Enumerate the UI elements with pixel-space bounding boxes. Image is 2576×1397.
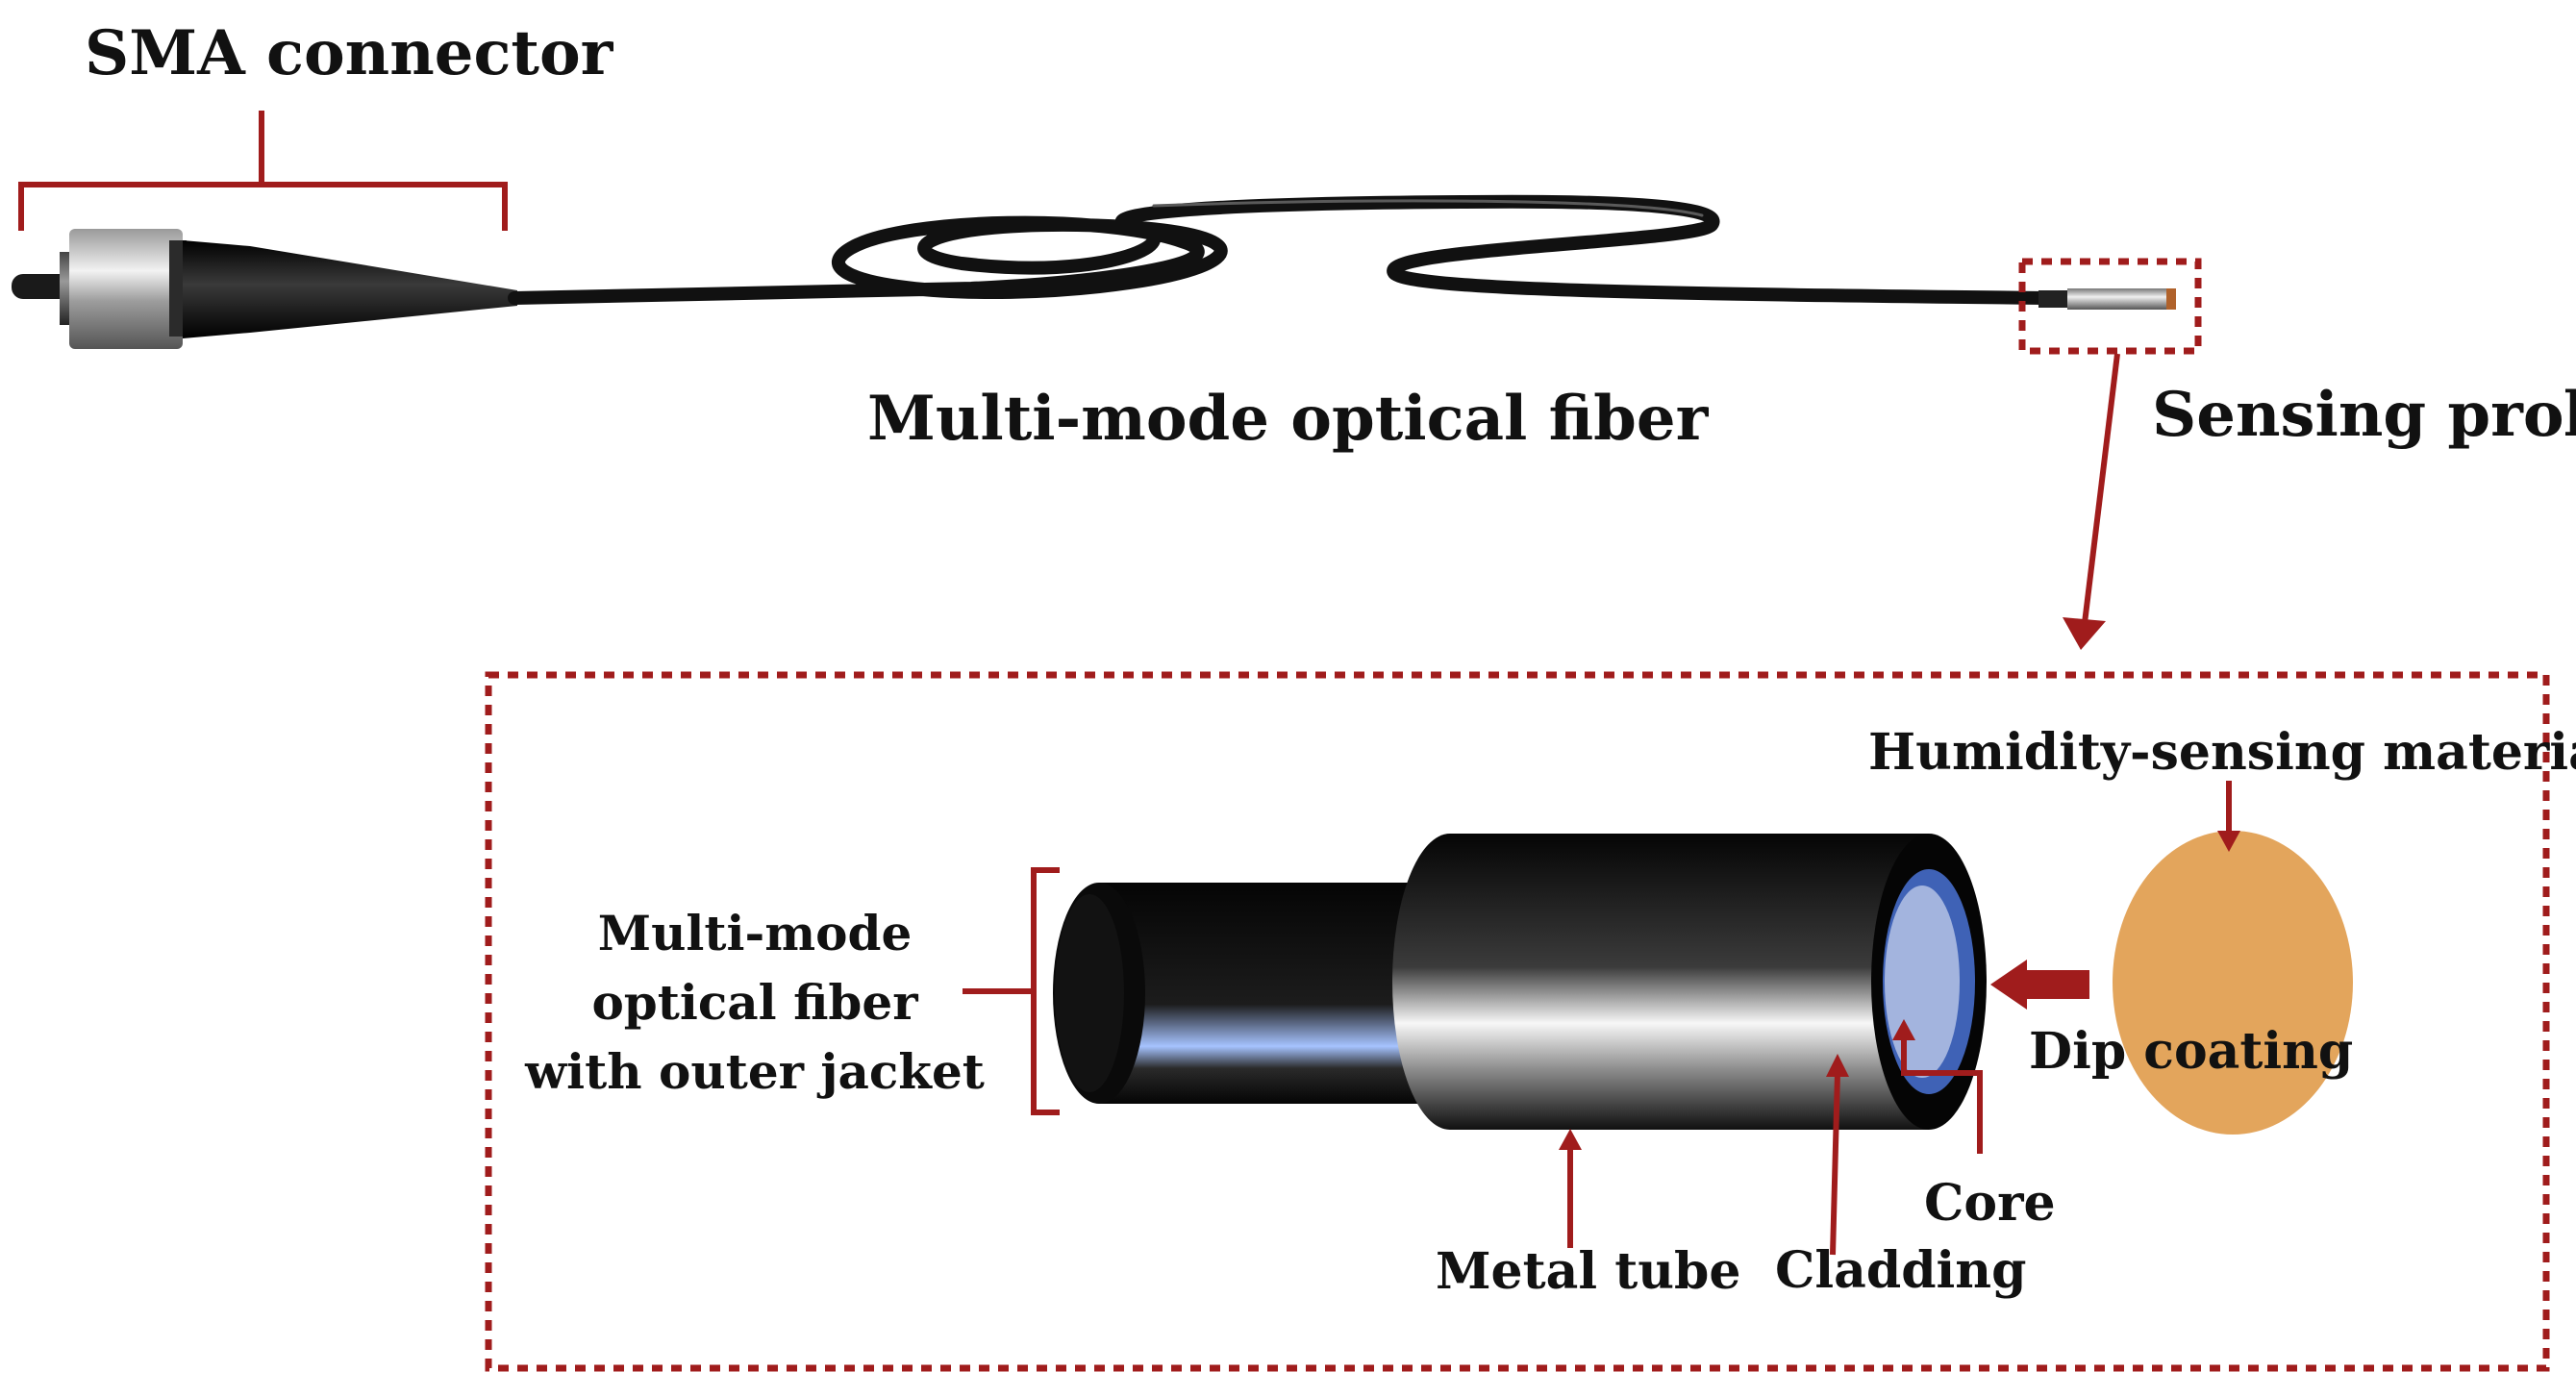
- label-sensing-probe: Sensing probe: [2152, 379, 2576, 451]
- probe-tip: [2038, 288, 2176, 310]
- cladding-pointer: [1830, 1072, 1840, 1256]
- probe-sleeve: [2038, 290, 2069, 308]
- fiber-cable-highlight: [1152, 199, 1704, 217]
- connector-boot: [183, 240, 517, 338]
- label-multimode-fiber: Multi-mode optical fiber: [867, 383, 1709, 455]
- probe-metal-tube: [2067, 288, 2168, 310]
- core-pointer: [1901, 1038, 1983, 1154]
- connector-pin: [12, 274, 71, 299]
- detail-box: [485, 671, 2550, 1372]
- label-humidity-material: Humidity-sensing material: [1868, 723, 2576, 782]
- probe-tip-coating: [2166, 288, 2176, 310]
- label-dip-coating: Dip coating: [2029, 1022, 2354, 1081]
- label-fiber-jacket-line1: Multi-mode: [597, 905, 913, 961]
- dip-coating-arrow: [1990, 960, 2089, 1010]
- zoom-arrow-head: [2063, 617, 2106, 650]
- sma-connector: [12, 229, 517, 349]
- label-sma-connector: SMA connector: [85, 17, 613, 89]
- label-metal-tube: Metal tube: [1436, 1242, 1741, 1301]
- fiber-cable: [508, 194, 2055, 305]
- fiber-jacket-bracket: [963, 867, 1060, 1115]
- zoom-arrow-line: [2082, 353, 2120, 624]
- core-circle: [1885, 886, 1960, 1078]
- label-fiber-jacket-line2: optical fiber: [591, 974, 918, 1031]
- metal-tube-cylinder: [1392, 834, 1987, 1130]
- label-core: Core: [1924, 1174, 2056, 1233]
- label-fiber-jacket: Multi-mode optical fiber with outer jack…: [524, 899, 986, 1107]
- probe-highlight-box: [2018, 258, 2202, 355]
- label-fiber-jacket-line3: with outer jacket: [525, 1043, 985, 1100]
- connector-body: [69, 229, 183, 349]
- label-cladding: Cladding: [1775, 1241, 2027, 1300]
- humidity-material: [2113, 831, 2353, 1135]
- sma-connector-bracket: [18, 111, 508, 231]
- connector-ferrule: [169, 240, 187, 337]
